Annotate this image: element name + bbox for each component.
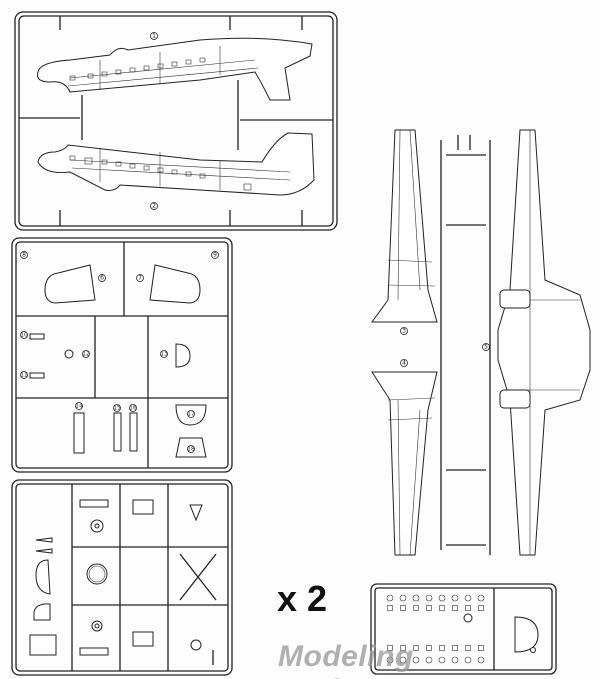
seat-part <box>439 645 445 651</box>
tailplane-left <box>44 264 96 304</box>
part-number: 16 <box>129 405 137 412</box>
fuselage-half-right: 2 <box>37 132 315 210</box>
seat-gate <box>412 594 420 602</box>
sprue-wings: 3 4 5 <box>371 129 591 556</box>
part-number: 5 <box>484 344 488 351</box>
propeller <box>179 553 217 601</box>
watermark: Modeling Madness.com <box>278 640 481 679</box>
seat-gate <box>386 594 394 602</box>
seat-gate <box>438 594 446 602</box>
seat-gate <box>477 594 485 602</box>
part-number: 18 <box>187 446 195 453</box>
sprue-small-parts <box>11 479 233 676</box>
seat-part <box>452 645 458 651</box>
seat-gate <box>477 656 485 664</box>
part-number: 15 <box>113 405 121 412</box>
seat-gate <box>451 656 459 664</box>
seat-gate <box>386 656 394 664</box>
seat-part <box>426 605 432 611</box>
seat-gate <box>438 656 446 664</box>
seat-part <box>426 645 432 651</box>
seat-gate <box>464 656 472 664</box>
seat-gate <box>451 594 459 602</box>
part-number: 7 <box>138 275 142 282</box>
wing-center-section <box>497 129 591 556</box>
fuselage-half-left: 1 <box>37 32 313 101</box>
seat-part <box>478 605 484 611</box>
seat-part <box>452 605 458 611</box>
part-number: 12 <box>82 351 90 358</box>
seat-gate <box>425 656 433 664</box>
seat-part <box>413 605 419 611</box>
quantity-multiplier: x 2 <box>277 578 328 619</box>
part-number: 1 <box>152 33 156 40</box>
seat-part <box>439 605 445 611</box>
part-number: 10 <box>20 332 28 339</box>
part-number: 13 <box>160 351 168 358</box>
seat-part <box>465 605 471 611</box>
seat-part <box>413 645 419 651</box>
part-number: 17 <box>187 411 195 418</box>
wing-left-upper <box>371 129 438 323</box>
seat-part <box>478 645 484 651</box>
seat-gate <box>412 656 420 664</box>
part-number: 8 <box>22 252 26 259</box>
part-number: 2 <box>152 203 156 210</box>
tailplane-right <box>149 264 201 304</box>
sprue-seats <box>370 583 557 675</box>
seat-gate <box>425 594 433 602</box>
part-number: 6 <box>100 275 104 282</box>
sprue-fuselage: 1 2 <box>14 11 338 231</box>
sprue-tail-parts: 8 9 6 7 10 11 12 13 14 15 16 17 18 <box>11 237 233 473</box>
part-number: 14 <box>75 403 83 410</box>
seat-part <box>387 645 393 651</box>
part-number: 4 <box>402 360 406 367</box>
seat-part <box>400 645 406 651</box>
seat-part <box>387 605 393 611</box>
part-number-labels: 8 9 6 7 10 11 12 13 14 15 16 17 18 <box>20 251 219 453</box>
seat-gate <box>399 656 407 664</box>
seat-part <box>465 645 471 651</box>
part-number: 11 <box>20 372 28 379</box>
seat-gate <box>464 594 472 602</box>
seat-part <box>400 605 406 611</box>
part-number: 3 <box>402 328 406 335</box>
seat-gate <box>399 594 407 602</box>
part-number: 9 <box>213 252 217 259</box>
